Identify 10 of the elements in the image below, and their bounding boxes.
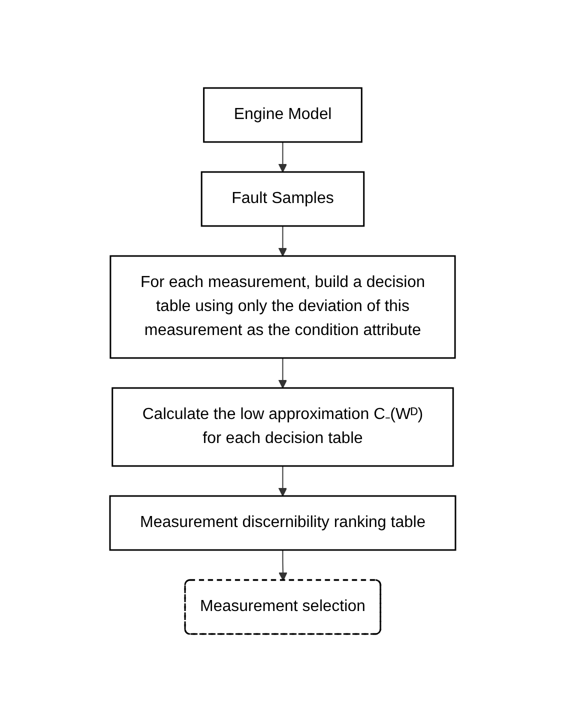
arrow <box>278 358 288 388</box>
node-box: Engine Model <box>203 87 363 143</box>
arrow <box>278 466 288 496</box>
arrow <box>278 550 288 581</box>
node-box: Fault Samples <box>201 171 365 227</box>
arrow <box>278 142 288 172</box>
node-box: For each measurement, build a decision table using only the deviation of this measurement as the condition attribute <box>110 255 456 359</box>
node-box: Measurement discernibility ranking table <box>110 495 456 551</box>
arrow <box>278 226 288 256</box>
node-box: Calculate the low approximation C₋(Wᴰ) for each decision table <box>112 387 454 467</box>
